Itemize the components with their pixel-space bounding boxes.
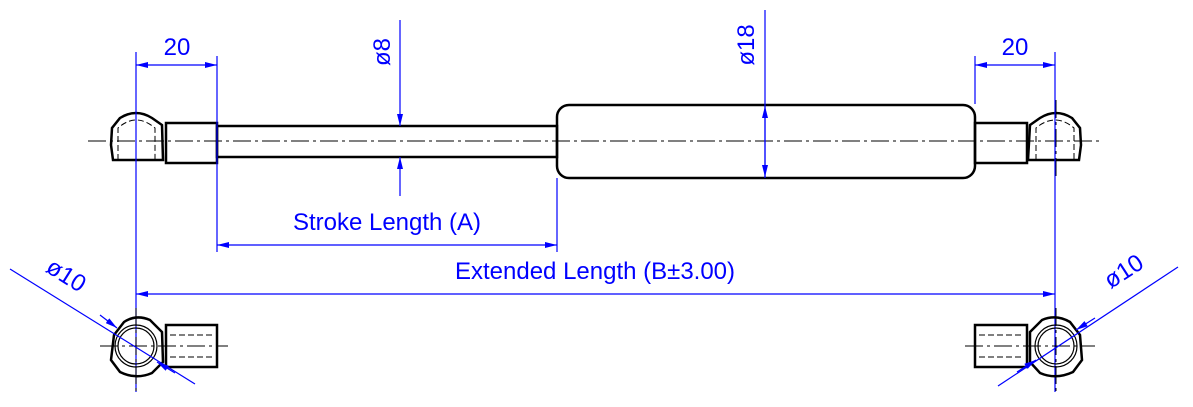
right-eye-diameter-label: ø10 <box>1099 249 1148 294</box>
body-diameter-label: ø18 <box>733 24 760 65</box>
extension-lines <box>135 52 1056 392</box>
left-eye-end-view <box>100 308 228 392</box>
stroke-length-label: Stroke Length (A) <box>293 209 481 236</box>
left-end-dimension-label: 20 <box>164 34 191 61</box>
right-end-dimension-label: 20 <box>1002 34 1029 61</box>
right-eye-leader <box>997 266 1179 387</box>
left-ball-socket <box>109 100 219 180</box>
extended-length-label: Extended Length (B±3.00) <box>455 258 735 285</box>
right-ball-socket <box>973 100 1083 180</box>
right-eye-end-view <box>965 308 1095 392</box>
left-eye-diameter-label: ø10 <box>41 253 90 298</box>
rod-diameter-label: ø8 <box>369 38 396 66</box>
